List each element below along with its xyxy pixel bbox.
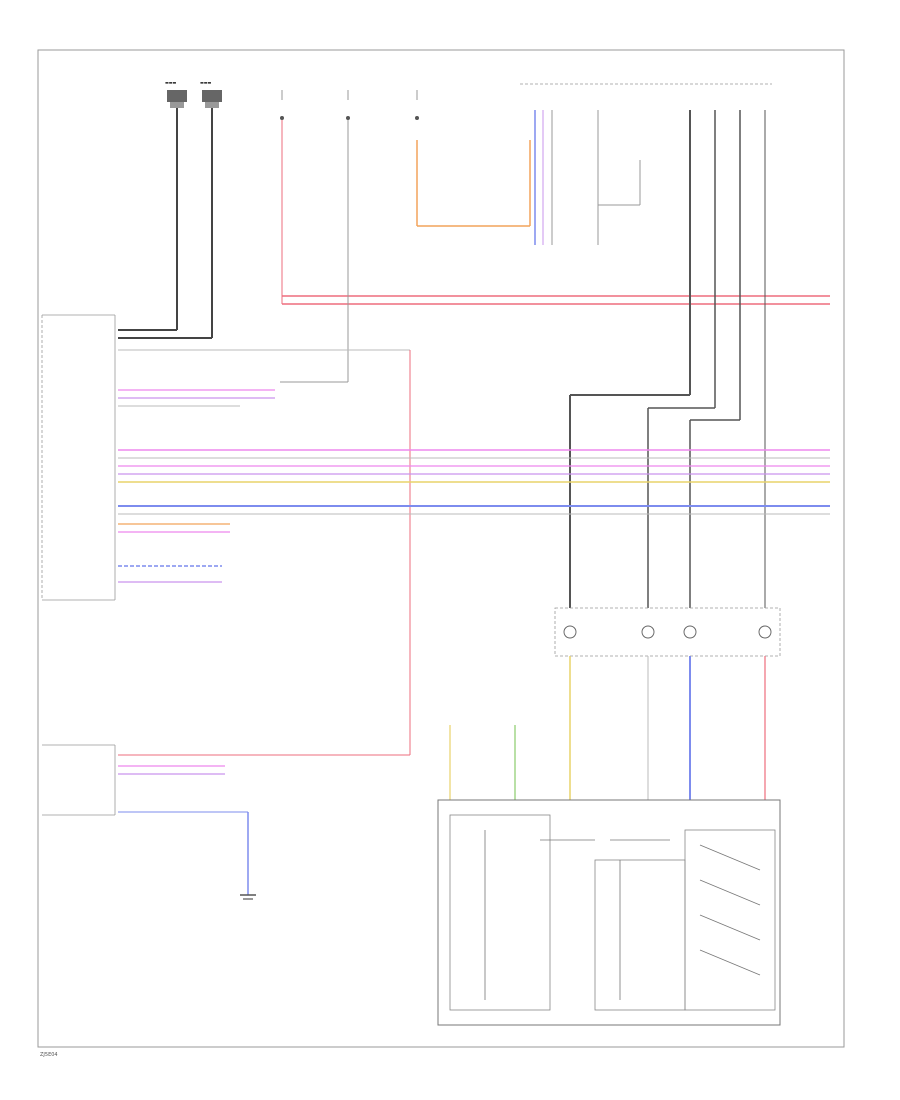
- svg-text:▬▬▬: ▬▬▬: [165, 80, 177, 85]
- module-wires: [118, 349, 830, 755]
- steering-wheel-switch: [437, 725, 781, 1026]
- antenna-connectors: ▬▬▬ ▬▬▬: [118, 80, 222, 339]
- svg-text:▬▬▬: ▬▬▬: [200, 80, 212, 85]
- diagram-frame: [37, 49, 845, 1048]
- footer-code: ZJ5E04: [40, 1052, 58, 1058]
- audio-control-module: [41, 314, 116, 601]
- top-connector-header: [520, 83, 772, 608]
- clockspring: [554, 607, 781, 800]
- power-feeds: [280, 90, 830, 383]
- lower-left-module: [42, 744, 410, 900]
